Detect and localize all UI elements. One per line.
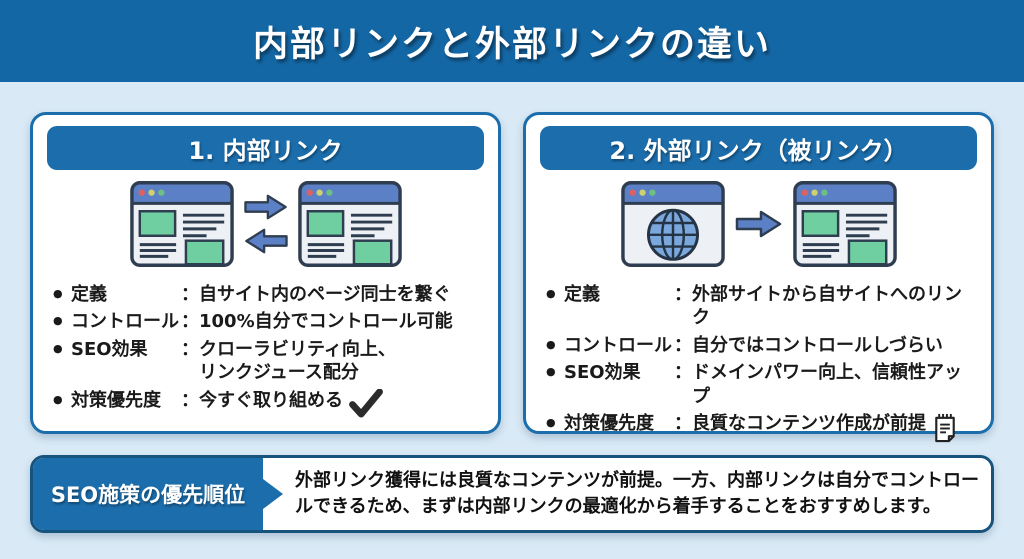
spec-colon: ： bbox=[181, 389, 199, 411]
arrow-left-icon bbox=[244, 228, 288, 254]
spec-colon: ： bbox=[674, 362, 692, 384]
cards-row: 1. 内部リンク bbox=[30, 112, 994, 443]
spec-colon: ： bbox=[181, 284, 199, 305]
spec-label: コントロール bbox=[71, 311, 179, 333]
spec-colon: ： bbox=[181, 311, 199, 333]
spec-row-definition: ● 定義 ： 外部サイトから自サイトへのリンク bbox=[546, 283, 977, 330]
spec-colon: ： bbox=[181, 338, 199, 360]
browser-window-icon bbox=[297, 181, 402, 267]
page-title: 内部リンクと外部リンクの違い bbox=[252, 24, 771, 65]
bullet-dot: ● bbox=[53, 287, 63, 300]
memo-icon bbox=[932, 412, 958, 443]
spec-label: 定義 bbox=[564, 284, 600, 305]
spec-colon: ： bbox=[674, 284, 692, 305]
footer-pointer-icon bbox=[263, 479, 283, 509]
spec-colon: ： bbox=[674, 412, 692, 434]
spec-value: 自サイト内のページ同士を繋ぐ bbox=[199, 284, 451, 305]
spec-value: 今すぐ取り組める bbox=[199, 389, 343, 411]
internal-link-card: 1. 内部リンク bbox=[30, 112, 501, 434]
spec-label: SEO効果 bbox=[71, 338, 148, 360]
spec-value: 自分ではコントロールしづらい bbox=[692, 334, 943, 356]
internal-link-card-title: 1. 内部リンク bbox=[47, 126, 484, 170]
bullet-dot: ● bbox=[53, 341, 63, 355]
spec-row-control: ● コントロール ： 100%自分でコントロール可能 bbox=[53, 310, 484, 333]
header-banner: 内部リンクと外部リンクの違い bbox=[0, 0, 1024, 82]
arrow-right-icon bbox=[243, 194, 287, 220]
spec-row-seo-effect: ● SEO効果 ： ドメインパワー向上、信頼性アップ bbox=[546, 361, 977, 408]
spec-value: クローラビリティ向上、 リンクジュース配分 bbox=[199, 338, 396, 384]
bullet-dot: ● bbox=[546, 365, 556, 379]
internal-link-specs: ● 定義 ： 自サイト内のページ同士を繋ぐ ● コントロール ： 100%自分で… bbox=[47, 283, 484, 422]
spec-label: コントロール bbox=[564, 334, 672, 356]
spec-row-priority: ● 対策優先度 ： 今すぐ取り組める bbox=[53, 388, 484, 418]
globe-browser-icon bbox=[620, 181, 725, 267]
footer-note: SEO施策の優先順位 外部リンク獲得には良質なコンテンツが前提。一方、内部リンク… bbox=[30, 455, 994, 533]
footer-text: 外部リンク獲得には良質なコンテンツが前提。一方、内部リンクは自分でコントロールで… bbox=[263, 458, 991, 530]
arrow-right-icon bbox=[735, 210, 781, 238]
bullet-dot: ● bbox=[53, 392, 63, 406]
spec-row-definition: ● 定義 ： 自サイト内のページ同士を繋ぐ bbox=[53, 283, 484, 306]
spec-label: 対策優先度 bbox=[71, 389, 161, 411]
spec-row-priority: ● 対策優先度 ： 良質なコンテンツ作成が前提 bbox=[546, 412, 977, 443]
link-arrows bbox=[243, 193, 289, 255]
spec-label: 定義 bbox=[71, 284, 107, 305]
spec-value: 良質なコンテンツ作成が前提 bbox=[692, 412, 926, 434]
footer-label: SEO施策の優先順位 bbox=[33, 458, 263, 530]
browser-window-icon bbox=[792, 181, 897, 267]
spec-label: 対策優先度 bbox=[564, 412, 654, 434]
external-link-illustration bbox=[540, 173, 977, 275]
external-link-specs: ● 定義 ： 外部サイトから自サイトへのリンク ● コントロール ： 自分ではコ… bbox=[540, 283, 977, 447]
spec-value: 100%自分でコントロール可能 bbox=[199, 311, 453, 333]
spec-label: SEO効果 bbox=[564, 362, 641, 384]
bullet-dot: ● bbox=[546, 287, 556, 300]
external-link-card: 2. 外部リンク（被リンク） bbox=[523, 112, 994, 443]
spec-value: 外部サイトから自サイトへのリンク bbox=[692, 284, 962, 329]
spec-row-control: ● コントロール ： 自分ではコントロールしづらい bbox=[546, 334, 977, 357]
bullet-dot: ● bbox=[53, 314, 63, 328]
spec-colon: ： bbox=[674, 334, 692, 356]
bullet-dot: ● bbox=[546, 337, 556, 351]
external-link-card-title: 2. 外部リンク（被リンク） bbox=[540, 126, 977, 170]
spec-value: ドメインパワー向上、信頼性アップ bbox=[692, 362, 962, 407]
internal-link-illustration bbox=[47, 173, 484, 275]
check-icon bbox=[349, 388, 383, 418]
spec-row-seo-effect: ● SEO効果 ： クローラビリティ向上、 リンクジュース配分 bbox=[53, 338, 484, 385]
bullet-dot: ● bbox=[546, 415, 556, 429]
browser-window-icon bbox=[129, 181, 234, 267]
